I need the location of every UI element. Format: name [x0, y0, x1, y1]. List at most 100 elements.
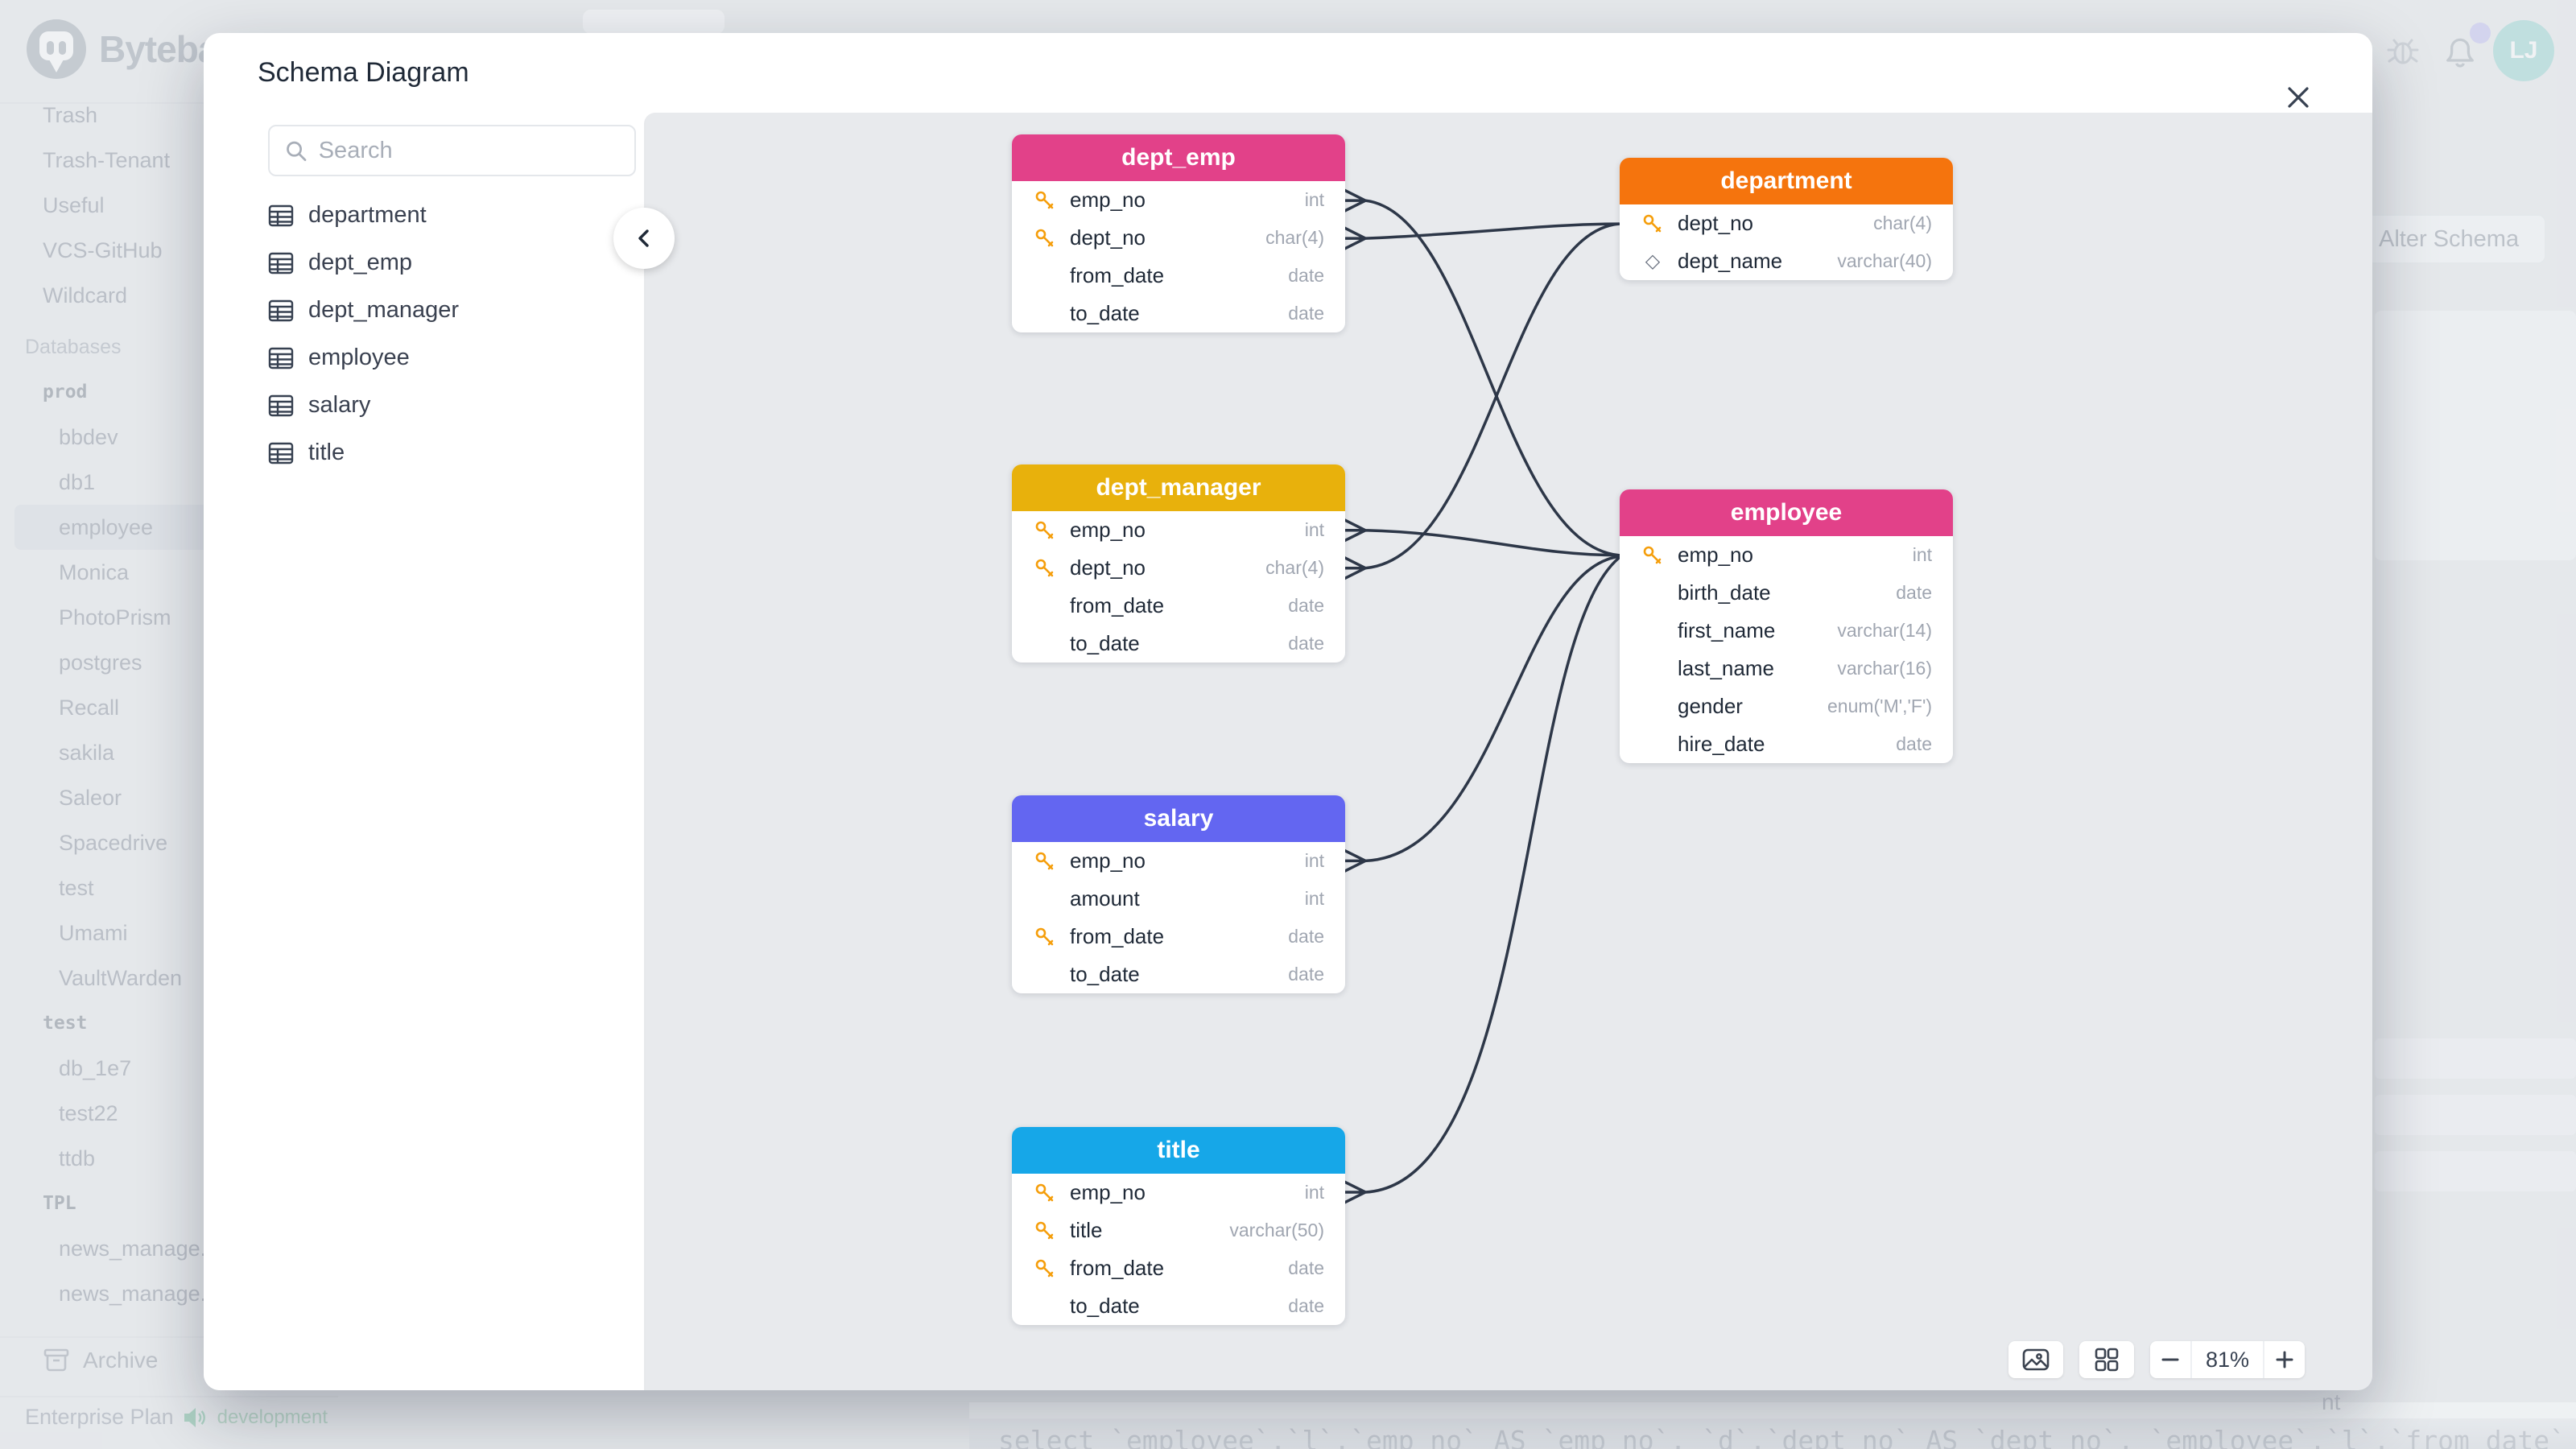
field-icon-spacer: [1033, 594, 1057, 618]
auto-layout-button[interactable]: [2079, 1341, 2134, 1378]
index-icon: ◇: [1645, 250, 1661, 272]
table-field-row: to_date date: [1012, 956, 1345, 993]
primary-key-icon: [1033, 849, 1057, 873]
table-field-row: title varchar(50): [1012, 1212, 1345, 1249]
table-header[interactable]: salary: [1012, 795, 1345, 842]
field-type: date: [1288, 1257, 1324, 1278]
diagram-table-dept-manager[interactable]: dept_manager emp_no int dept_no char(4) …: [1012, 464, 1345, 663]
table-field-row: to_date date: [1012, 625, 1345, 663]
table-field-row: from_date date: [1012, 1249, 1345, 1287]
diagram-table-employee[interactable]: employee emp_no int birth_date date firs…: [1620, 489, 1953, 763]
primary-key-icon: [1033, 925, 1057, 949]
field-icon-spacer: [1641, 619, 1665, 643]
field-name: emp_no: [1070, 848, 1146, 873]
layout-grid-icon: [2095, 1348, 2119, 1372]
table-list-label: dept_manager: [308, 297, 460, 323]
field-name: amount: [1070, 886, 1140, 910]
field-name: gender: [1678, 694, 1743, 718]
minus-icon: [2161, 1358, 2179, 1361]
field-name: title: [1070, 1218, 1103, 1242]
search-box: [268, 125, 636, 176]
table-list-item-title[interactable]: title: [268, 429, 630, 477]
field-name: dept_no: [1070, 225, 1146, 250]
table-field-row: to_date date: [1012, 1287, 1345, 1325]
field-type: date: [1288, 926, 1324, 947]
field-name: to_date: [1070, 962, 1140, 986]
diagram-table-title[interactable]: title emp_no int title varchar(50) from_…: [1012, 1127, 1345, 1325]
field-name: emp_no: [1070, 1180, 1146, 1204]
table-field-row: dept_no char(4): [1012, 549, 1345, 587]
primary-key-icon: [1641, 543, 1665, 568]
field-icon-spacer: [1033, 302, 1057, 326]
field-icon-spacer: [1033, 887, 1057, 911]
field-type: date: [1896, 582, 1932, 603]
table-field-row: emp_no int: [1012, 181, 1345, 219]
table-header[interactable]: department: [1620, 158, 1953, 204]
field-type: varchar(16): [1837, 658, 1932, 679]
field-name: dept_no: [1070, 555, 1146, 580]
table-list-label: dept_emp: [308, 250, 412, 275]
field-name: to_date: [1070, 1294, 1140, 1318]
table-icon: [268, 442, 294, 464]
table-list-item-department[interactable]: department: [268, 192, 630, 239]
export-image-button[interactable]: [2008, 1341, 2063, 1378]
field-icon-spacer: [1033, 632, 1057, 656]
field-type: int: [1304, 519, 1324, 540]
table-field-row: ◇ dept_name varchar(40): [1620, 242, 1953, 280]
table-field-row: emp_no int: [1012, 842, 1345, 880]
table-header[interactable]: dept_emp: [1012, 134, 1345, 181]
search-input[interactable]: [318, 137, 620, 164]
field-icon-spacer: [1641, 657, 1665, 681]
table-field-row: first_name varchar(14): [1620, 612, 1953, 650]
primary-key-icon: [1033, 188, 1057, 213]
table-list: department dept_emp dept_manager employe…: [268, 192, 630, 477]
table-header[interactable]: employee: [1620, 489, 1953, 536]
table-header[interactable]: dept_manager: [1012, 464, 1345, 511]
canvas-controls: 81%: [2008, 1341, 2305, 1378]
table-field-row: emp_no int: [1620, 536, 1953, 574]
field-type: enum('M','F'): [1827, 696, 1932, 716]
field-name: first_name: [1678, 618, 1776, 642]
diagram-table-salary[interactable]: salary emp_no int amount int from_date d…: [1012, 795, 1345, 993]
field-name: emp_no: [1678, 543, 1753, 567]
primary-key-icon: [1033, 226, 1057, 250]
primary-key-icon: [1033, 1181, 1057, 1205]
zoom-control: 81%: [2150, 1341, 2305, 1378]
table-header[interactable]: title: [1012, 1127, 1345, 1174]
table-field-row: dept_no char(4): [1620, 204, 1953, 242]
primary-key-icon: [1641, 212, 1665, 236]
field-icon-spacer: [1641, 695, 1665, 719]
relationship-edges: [1343, 188, 1620, 1204]
close-icon[interactable]: [2281, 80, 2316, 115]
zoom-out-button[interactable]: [2150, 1341, 2190, 1378]
primary-key-icon: [1033, 1257, 1057, 1281]
field-type: varchar(14): [1837, 620, 1932, 641]
table-field-row: birth_date date: [1620, 574, 1953, 612]
table-icon: [268, 204, 294, 226]
modal-title: Schema Diagram: [258, 57, 469, 88]
diagram-table-dept-emp[interactable]: dept_emp emp_no int dept_no char(4) from…: [1012, 134, 1345, 332]
collapse-panel-button[interactable]: [613, 208, 675, 269]
table-list-item-dept-emp[interactable]: dept_emp: [268, 239, 630, 287]
field-icon-spacer: [1033, 264, 1057, 288]
table-field-row: last_name varchar(16): [1620, 650, 1953, 687]
field-type: char(4): [1265, 227, 1324, 248]
field-name: last_name: [1678, 656, 1774, 680]
table-list-item-salary[interactable]: salary: [268, 382, 630, 429]
table-field-row: emp_no int: [1012, 1174, 1345, 1212]
field-type: int: [1304, 1182, 1324, 1203]
diagram-table-department[interactable]: department dept_no char(4) ◇ dept_name v…: [1620, 158, 1953, 280]
table-field-row: amount int: [1012, 880, 1345, 918]
zoom-level-value: 81%: [2190, 1341, 2264, 1378]
diagram-canvas[interactable]: dept_emp emp_no int dept_no char(4) from…: [644, 113, 2372, 1390]
field-icon-spacer: [1641, 733, 1665, 757]
table-list-item-dept-manager[interactable]: dept_manager: [268, 287, 630, 334]
field-type: int: [1304, 888, 1324, 909]
zoom-in-button[interactable]: [2264, 1341, 2305, 1378]
table-field-row: dept_no char(4): [1012, 219, 1345, 257]
field-icon-spacer: [1033, 963, 1057, 987]
primary-key-icon: [1033, 556, 1057, 580]
table-field-row: emp_no int: [1012, 511, 1345, 549]
table-list-item-employee[interactable]: employee: [268, 334, 630, 382]
field-type: int: [1912, 544, 1932, 565]
